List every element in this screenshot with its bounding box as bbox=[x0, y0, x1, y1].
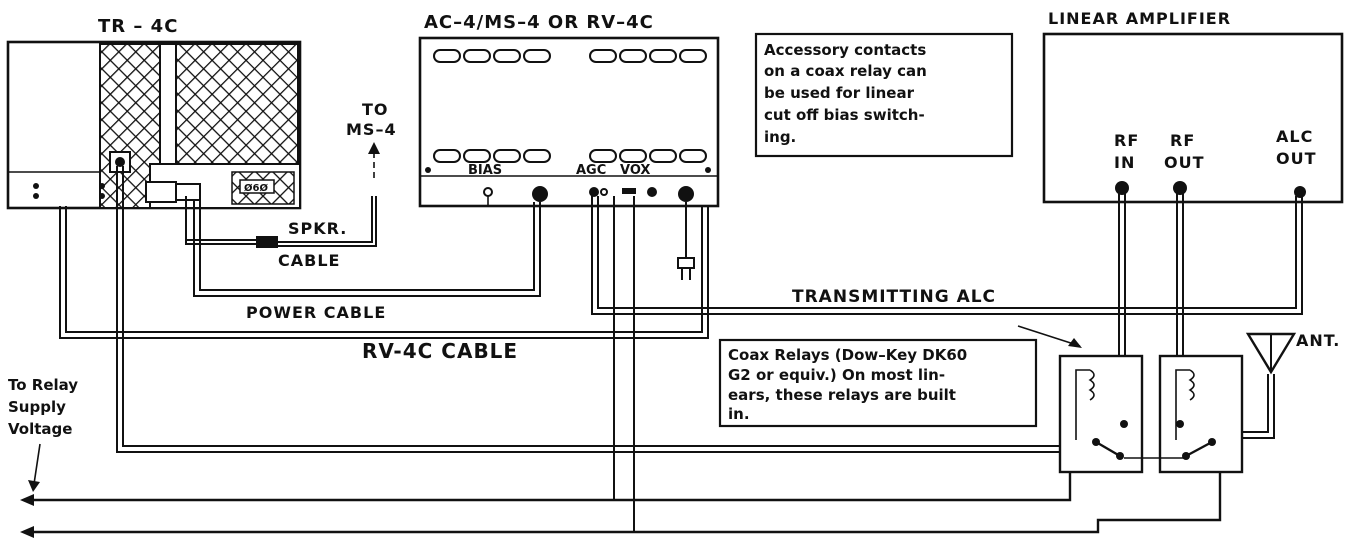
relay-supply-line: Supply bbox=[8, 398, 66, 416]
to-ms4-arrow bbox=[368, 142, 380, 154]
accessory-note-line: cut off bias switch- bbox=[764, 106, 925, 124]
power-jack bbox=[532, 186, 548, 202]
ac-cord-jack bbox=[678, 186, 694, 202]
alc-out-jack bbox=[1294, 186, 1306, 198]
relay-supply-line: Voltage bbox=[8, 420, 72, 438]
speaker-plug bbox=[256, 236, 278, 248]
accessory-note-line: Accessory contacts bbox=[764, 41, 926, 59]
speaker-cable-label: SPKR. bbox=[288, 219, 347, 238]
tr4c-label: TR – 4C bbox=[98, 16, 178, 37]
to-ms4-label: MS–4 bbox=[346, 120, 397, 139]
linear-chassis bbox=[1042, 32, 1344, 204]
power-cable-label: POWER CABLE bbox=[246, 303, 386, 322]
coax-relay-note: Coax Relays (Dow–Key DK60 G2 or equiv.) … bbox=[718, 325, 1082, 428]
transmitting-alc-label: TRANSMITTING ALC bbox=[792, 287, 996, 307]
relay-supply-arrow bbox=[28, 480, 40, 492]
coax-relay-1 bbox=[1058, 354, 1144, 474]
bias-label: BIAS bbox=[468, 163, 502, 178]
accessory-note-line: be used for linear bbox=[764, 84, 915, 102]
rf-in-label: IN bbox=[1114, 153, 1135, 172]
rv4c-cable-label: RV-4C CABLE bbox=[362, 339, 518, 363]
tr4c-panel-label: Ø6Ø bbox=[244, 182, 268, 194]
relay-supply-label: To Relay Supply Voltage bbox=[8, 376, 78, 492]
accessory-note-line: on a coax relay can bbox=[764, 62, 927, 80]
accessory-note-line: ing. bbox=[764, 128, 796, 146]
relay-pointer-arrow bbox=[1068, 338, 1082, 348]
vox-label: VOX bbox=[620, 163, 650, 178]
coax-note-line: G2 or equiv.) On most lin- bbox=[728, 366, 945, 384]
to-ms4-label: TO bbox=[362, 100, 389, 119]
linear-amplifier: LINEAR AMPLIFIER RF IN RF OUT ALC OUT bbox=[1042, 9, 1344, 204]
ac4-unit: AC–4/MS–4 OR RV–4C BIAS AGC VOX bbox=[418, 12, 720, 208]
rf-out-label: OUT bbox=[1164, 153, 1205, 172]
tr4c-unit: TR – 4C Ø6Ø bbox=[6, 16, 302, 210]
rf-in-jack bbox=[1115, 181, 1129, 195]
antenna: ANT. bbox=[1245, 331, 1340, 375]
antenna-label: ANT. bbox=[1296, 331, 1340, 350]
tr4c-plug bbox=[145, 181, 177, 203]
ac4-chassis bbox=[418, 36, 720, 208]
cable-runs bbox=[20, 142, 1303, 538]
coax-relay-2 bbox=[1158, 354, 1244, 474]
coax-note-line: ears, these relays are built bbox=[728, 386, 956, 404]
coax-relays bbox=[1058, 354, 1244, 474]
linear-label: LINEAR AMPLIFIER bbox=[1048, 9, 1231, 28]
coax-note-line: Coax Relays (Dow–Key DK60 bbox=[728, 346, 967, 364]
alc-out-label: OUT bbox=[1276, 149, 1317, 168]
rf-out-label: RF bbox=[1170, 131, 1195, 150]
rf-in-label: RF bbox=[1114, 131, 1139, 150]
alc-out-label: ALC bbox=[1276, 127, 1313, 146]
accessory-note: Accessory contacts on a coax relay can b… bbox=[754, 32, 1014, 158]
ac4-label: AC–4/MS–4 OR RV–4C bbox=[424, 12, 654, 33]
coax-note-line: in. bbox=[728, 405, 750, 423]
speaker-cable-label: CABLE bbox=[278, 251, 340, 270]
relay-supply-line: To Relay bbox=[8, 376, 78, 394]
rf-out-jack bbox=[1173, 181, 1187, 195]
agc-label: AGC bbox=[576, 163, 606, 178]
